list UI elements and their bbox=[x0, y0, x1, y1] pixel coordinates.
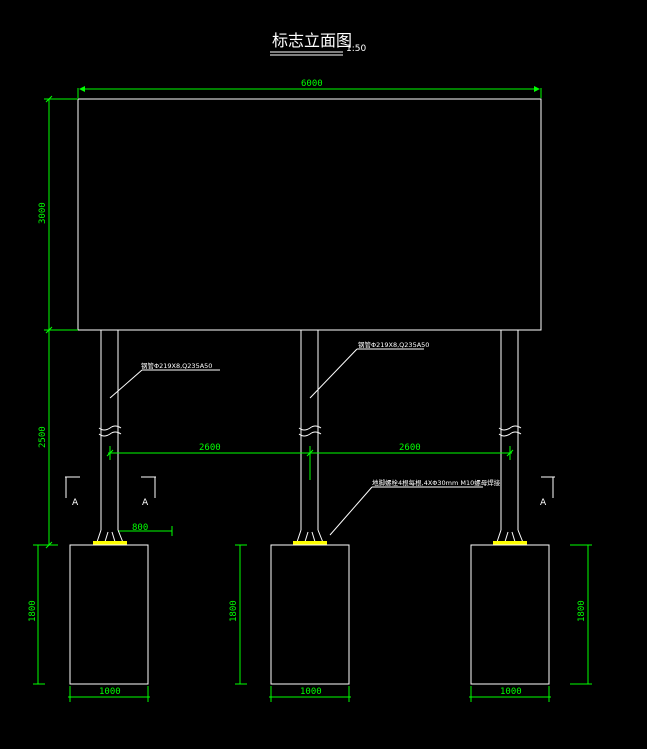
dim-left-ticks bbox=[45, 95, 53, 549]
dim-footing-width-3: 1000 bbox=[469, 686, 551, 702]
baseplate-right-plate bbox=[493, 541, 527, 545]
dim-footing-width-1: 1000 bbox=[68, 686, 150, 702]
dim-baseplate-width: 800 bbox=[118, 523, 173, 536]
section-mark-right-lines bbox=[541, 476, 555, 498]
dim-left-vertical: 3000 2500 bbox=[38, 95, 78, 549]
annotation-post-left: 钢管Φ219X8,Q235A50 bbox=[109, 361, 220, 399]
dim-label-footing-height-1: 1800 bbox=[28, 600, 38, 622]
dim-label-spacing-left: 2600 bbox=[199, 443, 221, 453]
baseplate-middle bbox=[293, 529, 327, 546]
leader-middle-diag bbox=[309, 348, 358, 399]
section-mark-left-b-label: A bbox=[142, 498, 149, 508]
dim-label-baseplate: 800 bbox=[132, 523, 148, 533]
leader-anchor-diag bbox=[329, 486, 373, 536]
post-right bbox=[498, 330, 522, 530]
baseplate-middle-plate bbox=[293, 541, 327, 545]
footing-middle bbox=[270, 544, 350, 685]
annotation-anchor-text: 地脚螺栓4根每根,4XΦ30mm M10螺母焊接 bbox=[372, 478, 501, 487]
section-mark-left-b-lines bbox=[141, 476, 156, 498]
footing-left bbox=[69, 544, 149, 685]
post-middle bbox=[298, 330, 322, 530]
dim-label-footing-height-3: 1800 bbox=[577, 600, 587, 622]
drawing-title: 标志立面图 bbox=[272, 31, 352, 50]
dim-label-footing-width-3: 1000 bbox=[500, 687, 522, 697]
post-left-break-symbol bbox=[98, 425, 122, 437]
section-mark-left-a: A bbox=[65, 476, 80, 508]
dim-panel-width: 6000 bbox=[77, 79, 542, 98]
baseplate-left bbox=[93, 529, 127, 546]
dim-label-post-height: 2500 bbox=[38, 426, 48, 448]
dim-label-footing-width-2: 1000 bbox=[300, 687, 322, 697]
section-mark-left-a-lines bbox=[65, 476, 80, 498]
baseplate-left-plate bbox=[93, 541, 127, 545]
annotation-post-middle-text: 钢管Φ219X8,Q235A50 bbox=[358, 340, 429, 349]
dim-footing-width-2: 1000 bbox=[269, 686, 351, 702]
annotation-post-left-text: 钢管Φ219X8,Q235A50 bbox=[141, 361, 212, 370]
dim-footing-height-3: 1800 bbox=[570, 544, 592, 685]
section-mark-right-label: A bbox=[540, 498, 547, 508]
footing-right bbox=[470, 544, 550, 685]
dim-label-spacing-right: 2600 bbox=[399, 443, 421, 453]
dim-label-panel-height: 3000 bbox=[38, 202, 48, 224]
post-middle-break-symbol bbox=[298, 425, 322, 437]
annotation-anchor: 地脚螺栓4根每根,4XΦ30mm M10螺母焊接 bbox=[329, 478, 501, 536]
baseplate-right bbox=[493, 529, 527, 546]
section-mark-right: A bbox=[540, 476, 555, 508]
dim-spacing-slashes bbox=[106, 449, 514, 457]
dim-label-footing-height-2: 1800 bbox=[229, 600, 239, 622]
dim-footing-height-2: 1800 bbox=[229, 544, 247, 685]
section-mark-left-b: A bbox=[141, 476, 156, 508]
annotation-post-middle: 钢管Φ219X8,Q235A50 bbox=[309, 340, 429, 399]
sign-panel bbox=[77, 98, 542, 331]
post-left bbox=[98, 330, 122, 530]
dim-post-spacing: 2600 2600 bbox=[106, 443, 514, 480]
dim-label-footing-width-1: 1000 bbox=[99, 687, 121, 697]
drawing-title-block: 标志立面图 1:50 bbox=[270, 31, 366, 56]
post-right-break-symbol bbox=[498, 425, 522, 437]
drawing-scale: 1:50 bbox=[346, 44, 366, 54]
dim-footing-height-1: 1800 bbox=[28, 544, 45, 685]
leader-left-diag bbox=[109, 369, 143, 399]
dim-label-panel-width: 6000 bbox=[301, 79, 323, 89]
section-mark-left-a-label: A bbox=[72, 498, 79, 508]
